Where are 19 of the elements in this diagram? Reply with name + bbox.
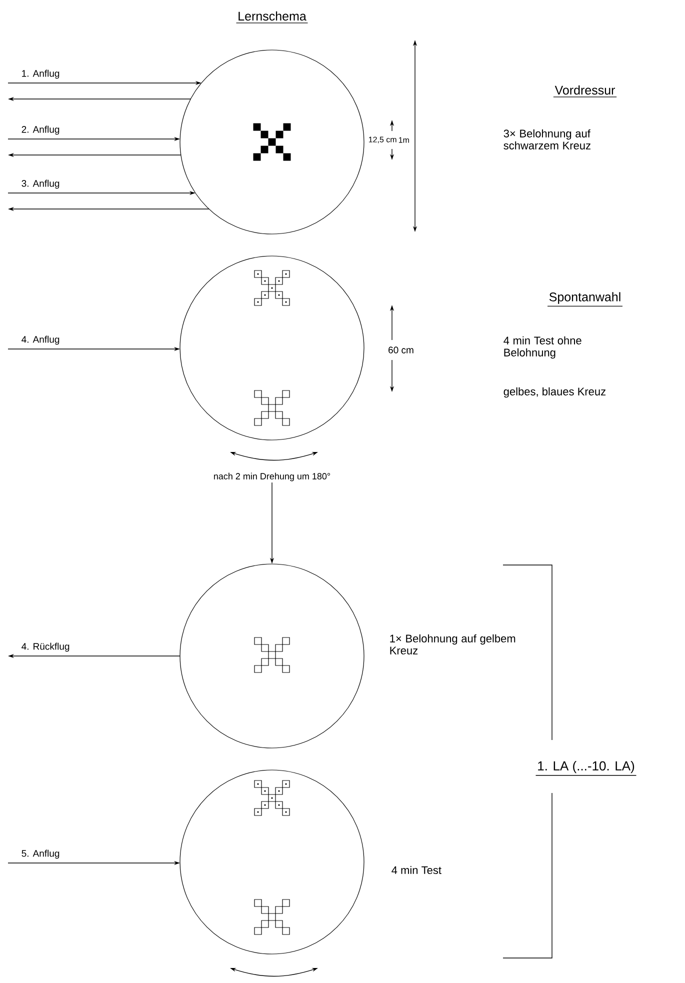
target-circle xyxy=(180,770,364,954)
node-label: nach 2 min Drehung um 180° xyxy=(214,472,330,482)
heading: Vordressur xyxy=(553,85,617,98)
edge-label: 3. Anflug xyxy=(22,180,60,189)
target-circle xyxy=(180,564,364,748)
heading: Lernschema xyxy=(236,11,308,24)
note-text: 1m xyxy=(398,137,409,143)
target-circle xyxy=(180,50,364,234)
edge-label: 5. Anflug xyxy=(22,850,60,859)
note-text: gelbes, blaues Kreuz xyxy=(504,387,606,398)
edge-label: 4. Rückflug xyxy=(22,642,70,652)
note-text: 4 min Test ohne Belohnung xyxy=(504,336,582,359)
note-text: 3× Belohnung auf schwarzem Kreuz xyxy=(504,129,590,150)
target-circle xyxy=(180,256,364,440)
edge-label: 2. Anflug xyxy=(22,126,60,135)
heading: Spontanwahl xyxy=(547,292,623,307)
heading: 1. LA (...-10. LA) xyxy=(535,760,637,776)
edge-label: 1. Anflug xyxy=(22,70,60,79)
edge-label: 4. Anflug xyxy=(22,336,60,345)
